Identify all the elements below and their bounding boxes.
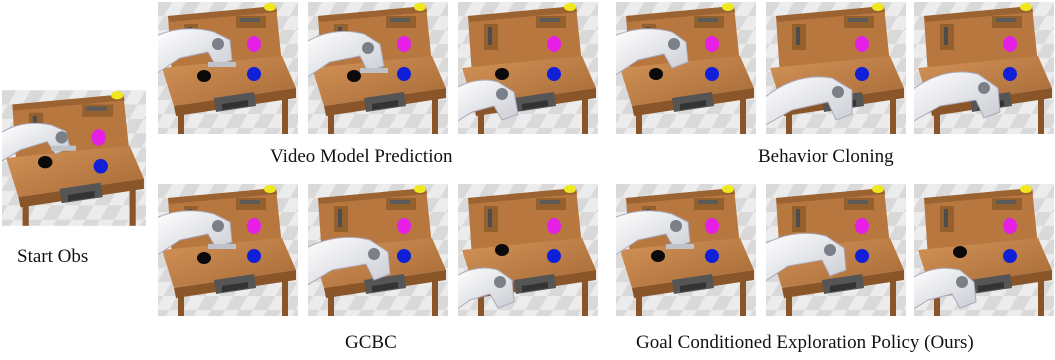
gcbc-frame-3 [458, 184, 598, 316]
caption-gcep: Goal Conditioned Exploration Policy (Our… [636, 332, 974, 353]
magenta-object [91, 129, 106, 146]
video-frame-1 [158, 2, 298, 134]
bc-frame-1 [616, 2, 756, 134]
blue-object [93, 159, 108, 174]
gcbc-frame-2 [308, 184, 448, 316]
robot-arm [2, 122, 71, 162]
caption-start-obs: Start Obs [17, 246, 89, 267]
gcep-frame-3 [914, 184, 1054, 316]
bc-frame-2 [766, 2, 906, 134]
black-object [38, 155, 53, 169]
gcep-frame-2 [766, 184, 906, 316]
caption-behavior-cloning: Behavior Cloning [758, 146, 894, 167]
caption-gcbc: GCBC [345, 332, 397, 353]
start-obs-frame [2, 90, 146, 226]
video-frame-2 [308, 2, 448, 134]
gcep-frame-1 [616, 184, 756, 316]
video-frame-3 [458, 2, 598, 134]
gcbc-frame-1 [158, 184, 298, 316]
caption-video-model-prediction: Video Model Prediction [270, 146, 453, 167]
robot-scene-image [2, 90, 146, 226]
bc-frame-3 [914, 2, 1054, 134]
